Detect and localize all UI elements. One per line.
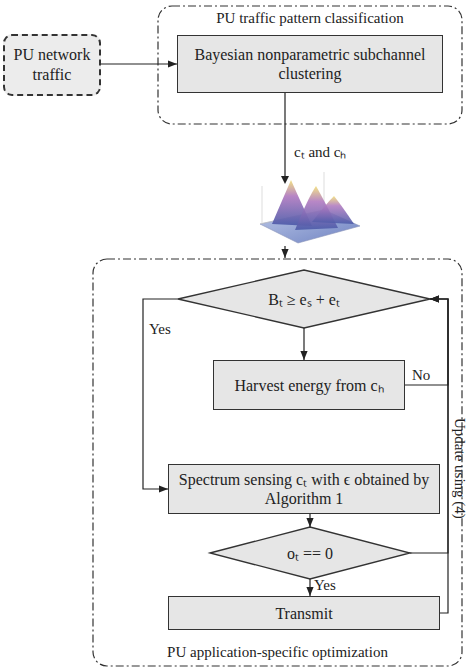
edge-label: Yes (149, 320, 171, 338)
flow-connector (309, 514, 310, 527)
flow-connector (410, 299, 448, 553)
plot-floor (260, 210, 360, 243)
process-box: Spectrum sensing cₜ with ϵ obtained by A… (168, 464, 440, 514)
edge-label: Yes (314, 576, 336, 594)
node-text: PU network traffic (11, 45, 93, 85)
flow-connector (143, 299, 178, 489)
node-text: Bₜ ≥ eₛ + eₜ (268, 290, 340, 309)
process-box: Transmit (168, 596, 440, 630)
group-panel: PU application-specific optimization Bₜ ≥… (92, 258, 463, 667)
plot-peak (295, 186, 338, 230)
group-panel: PU traffic pattern classificationBayesia… (157, 5, 463, 125)
node-text: oₜ == 0 (287, 544, 333, 563)
decision-diamond: oₜ == 0 (210, 527, 410, 579)
arrow-head (281, 176, 289, 184)
edge-label: cₜ and cₕ (294, 143, 346, 161)
flow-connector (101, 63, 177, 64)
process-box: Bayesian nonparametric subchannel cluste… (177, 35, 443, 93)
group-title: PU application-specific optimization (92, 643, 463, 661)
edge-label: No (412, 366, 430, 384)
flow-connector (284, 93, 285, 258)
node-text: Bayesian nonparametric subchannel cluste… (186, 45, 434, 83)
node-text: Harvest energy from cₕ (234, 376, 383, 395)
plot-peak (272, 180, 312, 226)
process-box: Harvest energy from cₕ (213, 360, 405, 410)
group-border (158, 6, 462, 124)
node-text: Spectrum sensing cₜ with ϵ obtained by A… (177, 470, 431, 508)
group-title: PU traffic pattern classification (157, 9, 463, 27)
node-text: Transmit (275, 604, 332, 623)
decision-diamond: Bₜ ≥ eₛ + eₜ (178, 270, 430, 328)
plot-peak (312, 196, 354, 224)
diamond-shape (210, 527, 410, 579)
plot-axes (260, 172, 324, 224)
source-box: PU network traffic (3, 34, 101, 96)
group-border (93, 259, 462, 666)
flow-connector (309, 579, 310, 596)
flow-connector (405, 299, 448, 385)
edge-label: Update using (4) (451, 418, 469, 519)
flow-connector (430, 299, 448, 613)
diamond-shape (178, 270, 430, 328)
flow-connector (303, 328, 304, 360)
